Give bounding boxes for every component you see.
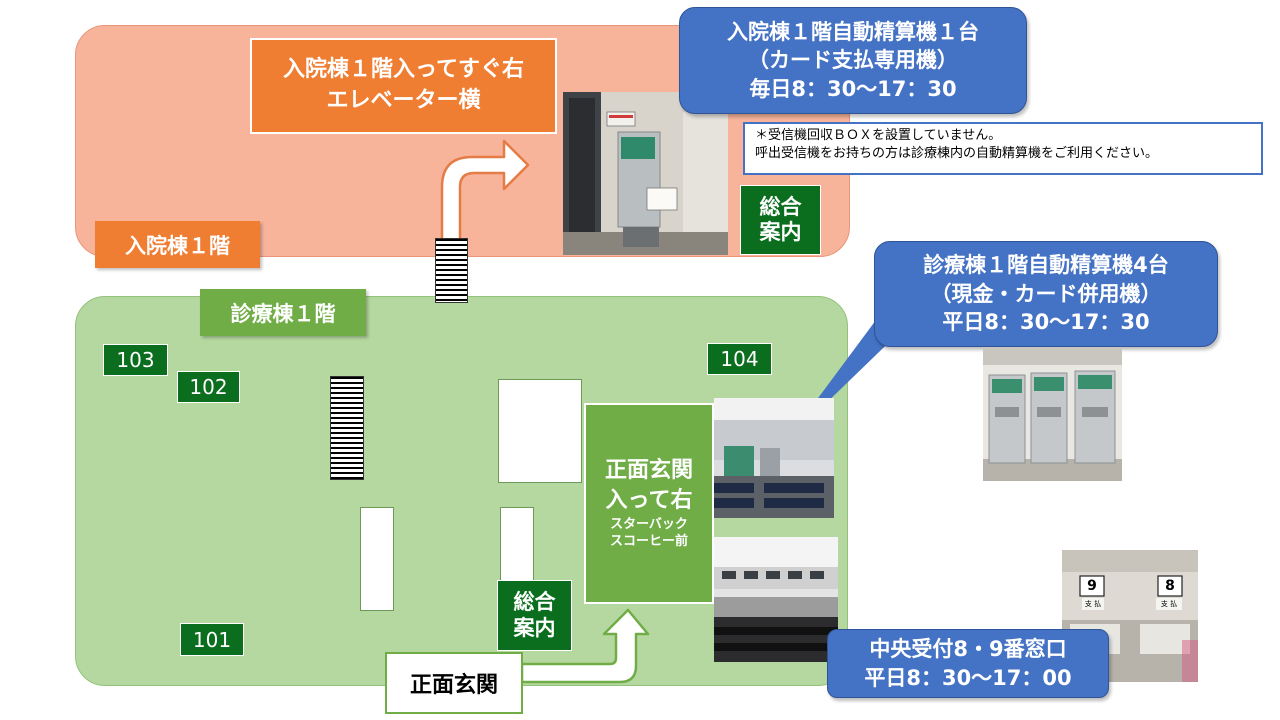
info-desk-ward-line2: 案内 <box>759 220 802 244</box>
clinic-floor-label: 診療棟１階 <box>200 289 366 336</box>
room-102: 102 <box>177 371 240 403</box>
central-counter-callout: 中央受付8・9番窓口 平日8：30～17：00 <box>827 629 1109 698</box>
entrance-panel-line3: スターバック <box>610 516 688 532</box>
main-entrance-direction-panel: 正面玄関 入って右 スターバック スコーヒー前 <box>584 403 714 604</box>
ward-kiosk-photo <box>563 92 728 255</box>
receiver-notice: ＊受信機回収ＢＯＸを設置していません。 呼出受信機をお持ちの方は診療棟内の自動精… <box>743 122 1263 175</box>
clinic-lobby-photo <box>714 398 834 518</box>
info-desk-ward: 総合 案内 <box>740 185 821 255</box>
info-desk-ward-line1: 総合 <box>759 194 802 219</box>
ward-callout-line2: （カード支払専用機） <box>748 48 958 73</box>
notice-line1: ＊受信機回収ＢＯＸを設置していません。 <box>755 128 1002 143</box>
counter-callout-line2: 平日8：30～17：00 <box>864 665 1072 690</box>
notice-line2: 呼出受信機をお持ちの方は診療棟内の自動精算機をご利用ください。 <box>755 146 1159 162</box>
stairs-connector <box>435 238 468 303</box>
building-block-right <box>500 507 534 590</box>
ward-callout-line3: 毎日8：30～17：30 <box>749 76 957 101</box>
central-reception-photo <box>714 537 838 662</box>
main-entrance-label: 正面玄関 <box>385 652 523 714</box>
room-101: 101 <box>180 623 244 656</box>
turn-right-arrow <box>440 139 530 242</box>
ward-direction-line1: 入院棟１階入ってすぐ右 <box>283 57 524 83</box>
ward-direction-line2: エレベーター横 <box>326 88 481 113</box>
entrance-panel-line1: 正面玄関 <box>604 458 693 484</box>
entrance-panel-line2: 入って右 <box>605 487 693 513</box>
ward-floor-label: 入院棟１階 <box>95 221 260 268</box>
window-9-sign: 9 <box>1087 578 1097 594</box>
ward-callout-line1: 入院棟１階自動精算機１台 <box>727 19 979 44</box>
room-103: 103 <box>103 344 168 376</box>
building-block-large <box>498 379 582 483</box>
info-desk-clinic-line1: 総合 <box>513 590 556 615</box>
room-104: 104 <box>707 343 772 375</box>
clinic-callout-line1: 診療棟１階自動精算機4台 <box>923 253 1169 278</box>
ward-direction-box: 入院棟１階入ってすぐ右 エレベーター横 <box>250 38 557 134</box>
window-8-pay-label: 支 払 <box>1160 600 1178 608</box>
counter-callout-line1: 中央受付8・9番窓口 <box>869 637 1067 662</box>
clinic-kiosks-photo <box>983 347 1122 481</box>
entrance-panel-line4: スコーヒー前 <box>609 534 688 550</box>
entrance-turn-arrow <box>520 608 650 684</box>
clinic-callout-line2: （現金・カード併用機） <box>930 281 1162 306</box>
window-8-sign: 8 <box>1165 578 1175 594</box>
window-9-pay-label: 支 払 <box>1084 600 1102 608</box>
clinic-callout-line3: 平日8：30～17：30 <box>942 310 1150 335</box>
info-desk-clinic-line2: 案内 <box>513 615 556 640</box>
building-block-left <box>360 507 394 611</box>
clinic-payment-callout: 診療棟１階自動精算機4台 （現金・カード併用機） 平日8：30～17：30 <box>874 241 1218 347</box>
info-desk-clinic: 総合 案内 <box>497 580 572 651</box>
ward-payment-callout: 入院棟１階自動精算機１台 （カード支払専用機） 毎日8：30～17：30 <box>679 7 1027 114</box>
stairs-clinic <box>330 376 364 480</box>
